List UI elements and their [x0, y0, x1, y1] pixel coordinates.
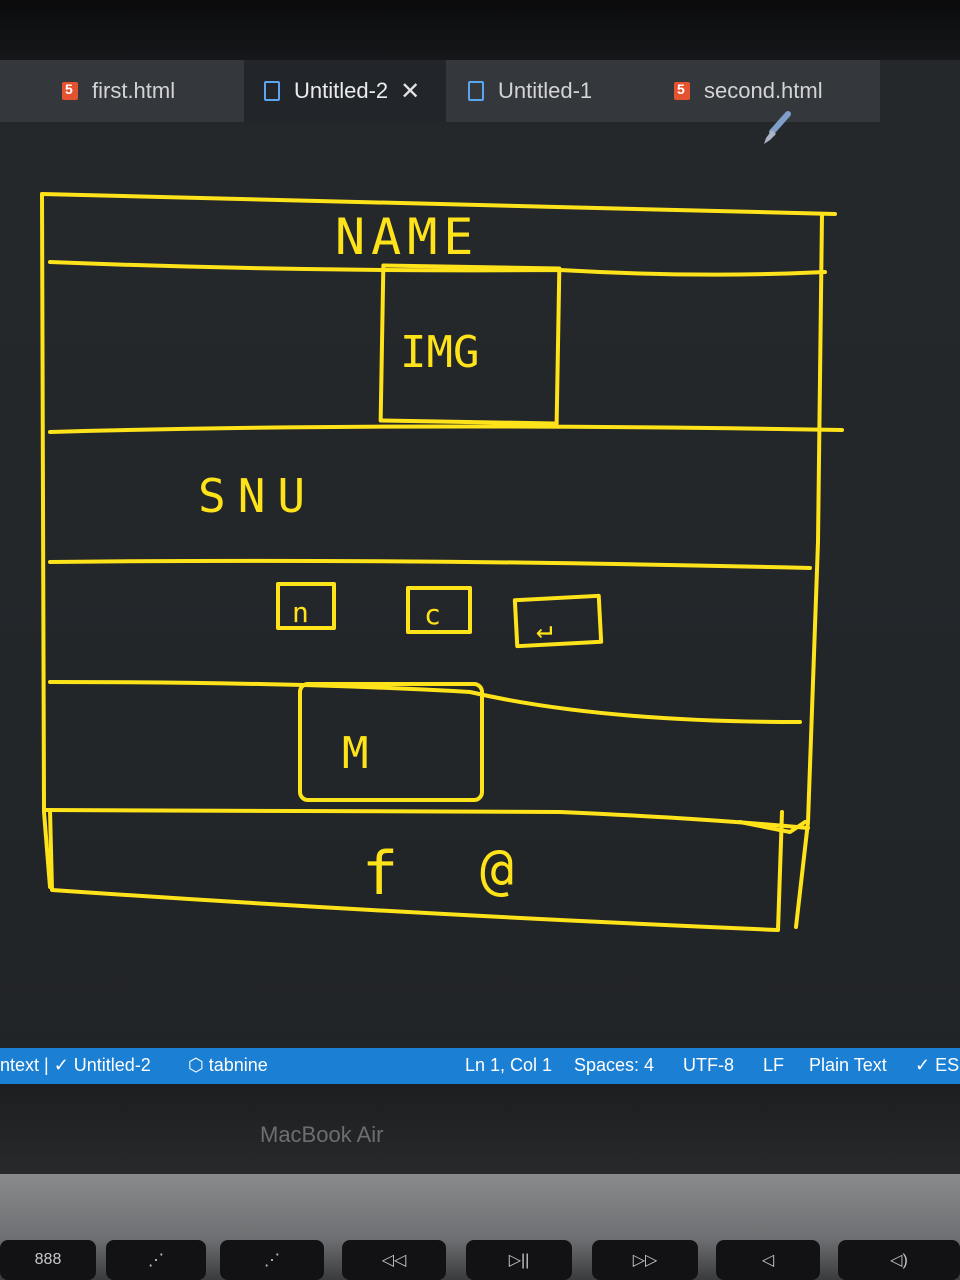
file-icon — [468, 81, 484, 101]
status-left[interactable]: ntext | ✓ Untitled-2 — [0, 1055, 151, 1075]
tab-bar: first.html Untitled-2 ✕ Untitled-1 secon… — [0, 60, 880, 122]
tab-label: first.html — [92, 78, 176, 103]
play-pause-key[interactable]: ▷|| — [466, 1240, 572, 1280]
footer-frame — [48, 808, 784, 932]
icon-box-2 — [406, 586, 472, 634]
frame-right — [794, 212, 824, 929]
main-box — [298, 682, 484, 802]
tab-label: Untitled-2 — [294, 78, 389, 103]
icons-divider — [48, 680, 802, 724]
footer-right-edge — [738, 820, 807, 834]
fast-forward-key[interactable]: ▷▷ — [592, 1240, 698, 1280]
tab-first-html[interactable]: first.html — [0, 60, 244, 122]
tab-untitled-1[interactable]: Untitled-1 — [446, 60, 652, 122]
icon-label-2: c — [424, 598, 441, 631]
tab-label: Untitled-1 — [498, 78, 593, 103]
status-bar: ntext | ✓ Untitled-2 ⬡ tabnine Ln 1, Col… — [0, 1048, 960, 1084]
icon-box-1 — [276, 582, 336, 630]
hero-divider — [48, 424, 844, 434]
frame-left — [40, 192, 52, 889]
icon-label-1: n — [292, 596, 309, 629]
file-icon — [264, 81, 280, 101]
close-icon[interactable]: ✕ — [400, 77, 421, 105]
brightness-up-key[interactable]: ⋰ — [220, 1240, 324, 1280]
tabnine-label: tabnine — [208, 1055, 268, 1075]
rewind-key[interactable]: ◁◁ — [342, 1240, 446, 1280]
name-heading: NAME — [335, 208, 479, 266]
img-label: IMG — [400, 327, 479, 378]
nav-divider — [48, 558, 812, 570]
eol-setting[interactable]: LF — [763, 1055, 785, 1075]
frame-top — [40, 192, 837, 216]
header-divider — [48, 260, 827, 277]
icon-label-3: ↵ — [536, 612, 553, 645]
footer-label-f: f — [362, 839, 398, 909]
tab-label: second.html — [704, 78, 823, 103]
top-bezel — [0, 0, 960, 60]
lint-status[interactable]: ✓ ES — [915, 1055, 960, 1075]
volume-key[interactable]: ◁) — [838, 1240, 960, 1280]
nav-label: SNU — [198, 469, 317, 523]
main-label: M — [342, 728, 369, 779]
wireframe-sketch: NAME IMG SNU n c ↵ M f @ — [40, 192, 844, 932]
footer-label-at: @ — [480, 837, 514, 902]
html5-icon — [62, 81, 78, 100]
tab-untitled-2[interactable]: Untitled-2 ✕ — [244, 60, 446, 122]
img-box — [378, 263, 562, 426]
tab-second-html[interactable]: second.html — [652, 60, 880, 122]
paintbrush-icon[interactable] — [758, 110, 794, 146]
indent-setting[interactable]: Spaces: 4 — [574, 1055, 655, 1075]
tabnine-status[interactable]: ⬡ tabnine — [188, 1055, 268, 1075]
language-mode[interactable]: Plain Text — [809, 1055, 887, 1075]
mission-control-key[interactable]: 888 — [0, 1240, 96, 1280]
icon-box-3 — [512, 593, 604, 649]
brightness-down-key[interactable]: ⋰ — [106, 1240, 206, 1280]
mute-key[interactable]: ◁ — [716, 1240, 820, 1280]
encoding-setting[interactable]: UTF-8 — [683, 1055, 734, 1075]
laptop-chin — [0, 1084, 960, 1174]
cursor-position[interactable]: Ln 1, Col 1 — [465, 1055, 553, 1075]
brand-label: MacBook Air — [260, 1122, 384, 1147]
main-divider — [42, 808, 810, 830]
html5-icon — [674, 81, 690, 100]
